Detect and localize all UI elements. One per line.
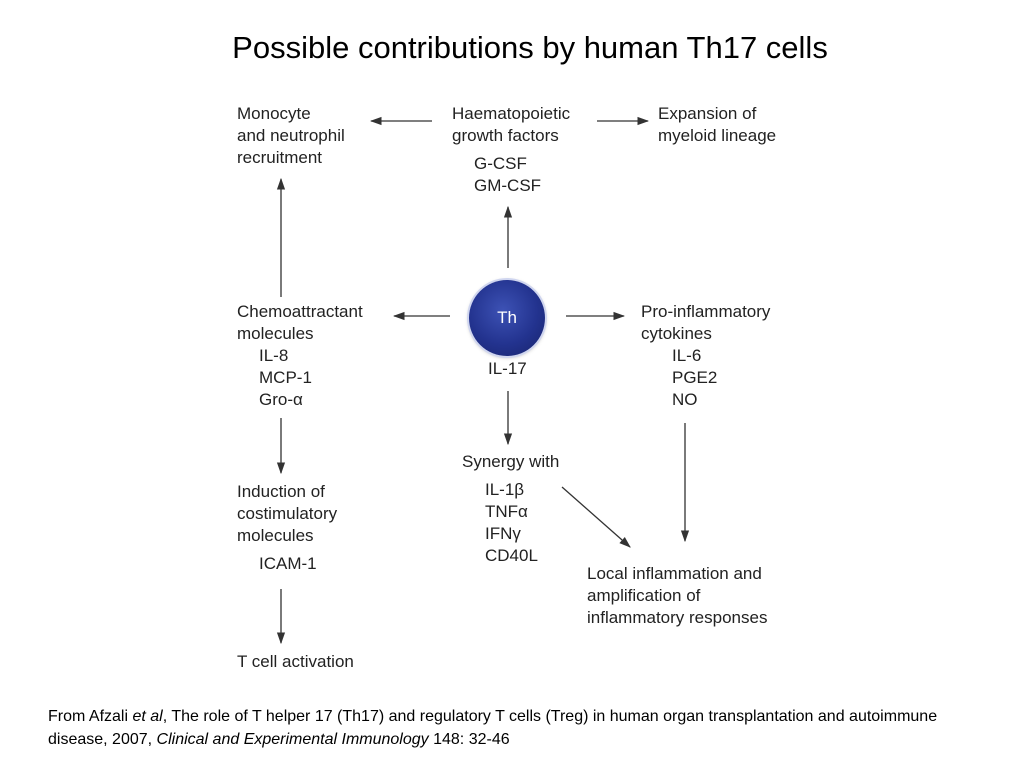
node-text: growth factors (452, 126, 559, 145)
cytokine-item: PGE2 (672, 368, 718, 387)
node-text: Induction of (237, 482, 325, 501)
node-text: molecules (237, 324, 314, 343)
node-local-inflammation: Local inflammation and amplification of … (587, 563, 767, 629)
cytokine-item: NO (672, 390, 698, 409)
cytokine-list: IL-6 PGE2 NO (641, 345, 770, 411)
molecule-item: MCP-1 (259, 368, 312, 387)
factor-item: GM-CSF (474, 176, 542, 195)
node-text: Chemoattractant (237, 302, 363, 321)
node-text: inflammatory responses (587, 608, 768, 627)
factor-item: G-CSF (474, 154, 527, 173)
citation-journal: Clinical and Experimental Immunology (156, 731, 429, 748)
node-induction-costimulatory: Induction of costimulatory molecules ICA… (237, 481, 337, 575)
node-text: Monocyte (237, 104, 311, 123)
node-text: myeloid lineage (658, 126, 777, 145)
node-text: Pro-inflammatory (641, 302, 771, 321)
costim-list: ICAM-1 (237, 553, 337, 575)
cytokine-item: IL-6 (672, 346, 702, 365)
node-text: amplification of (587, 586, 701, 605)
node-proinflammatory-cytokines: Pro-inflammatory cytokines IL-6 PGE2 NO (641, 301, 770, 411)
synergy-list: IL-1β TNFα IFNγ CD40L (462, 479, 559, 567)
node-text: cytokines (641, 324, 712, 343)
node-haematopoietic-growth-factors: Haematopoietic growth factors G-CSF GM-C… (452, 103, 570, 197)
node-text: Haematopoietic (452, 104, 571, 123)
node-text: costimulatory (237, 504, 338, 523)
node-synergy-with: Synergy with IL-1β TNFα IFNγ CD40L (462, 451, 559, 567)
citation-text: , The role of T helper 17 (Th17) and reg… (48, 708, 938, 748)
node-text: and neutrophil (237, 126, 345, 145)
node-chemoattractant-molecules: Chemoattractant molecules IL-8 MCP-1 Gro… (237, 301, 363, 411)
synergy-item: IFNγ (485, 524, 521, 543)
synergy-item: IL-1β (485, 480, 525, 499)
molecule-item: IL-8 (259, 346, 289, 365)
synergy-item: CD40L (485, 546, 538, 565)
citation-text: From Afzali (48, 708, 133, 725)
node-text: Local inflammation and (587, 564, 762, 583)
th-cell-circle: Th (469, 280, 545, 356)
node-expansion-myeloid: Expansion of myeloid lineage (658, 103, 776, 147)
molecule-list: IL-8 MCP-1 Gro-α (237, 345, 363, 411)
node-monocyte-recruitment: Monocyte and neutrophil recruitment (237, 103, 345, 169)
node-text: recruitment (237, 148, 323, 167)
node-t-cell-activation: T cell activation (237, 651, 354, 673)
citation-et-al: et al (132, 708, 163, 725)
node-text: Synergy with (462, 452, 560, 471)
factor-list: G-CSF GM-CSF (452, 153, 570, 197)
node-text: molecules (237, 526, 314, 545)
il17-label: IL-17 (488, 359, 527, 378)
node-text: T cell activation (237, 652, 354, 671)
citation-caption: From Afzali et al, The role of T helper … (48, 705, 988, 751)
node-text: Expansion of (658, 104, 757, 123)
molecule-item: Gro-α (259, 390, 303, 409)
synergy-item: TNFα (485, 502, 528, 521)
costim-item: ICAM-1 (259, 554, 317, 573)
arrow-synergy-to-local (561, 486, 631, 548)
citation-text: 148: 32-46 (428, 731, 510, 748)
slide-title: Possible contributions by human Th17 cel… (232, 30, 828, 65)
